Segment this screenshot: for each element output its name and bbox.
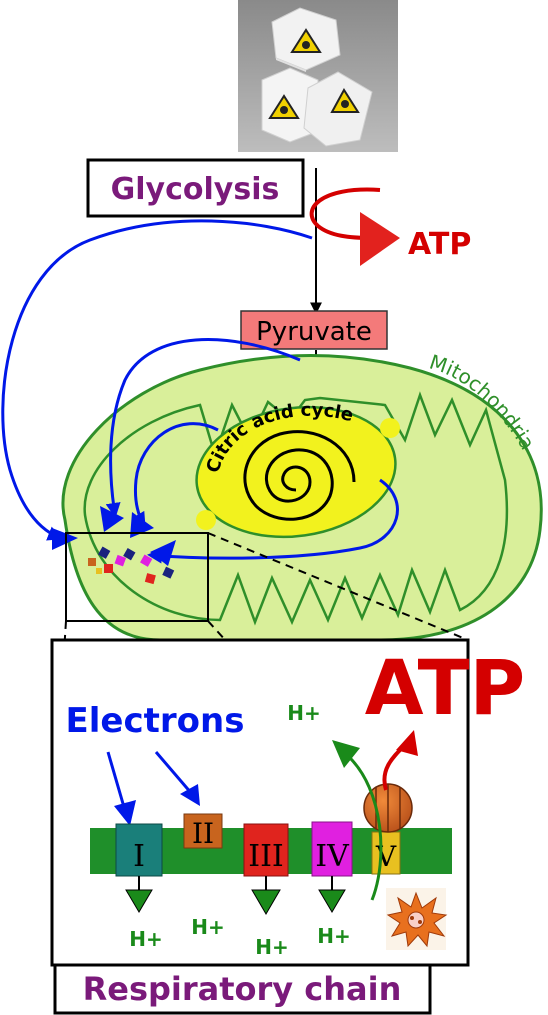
arrowhead-mid-1 <box>100 506 124 532</box>
electron-arrow-cycle-a <box>131 422 219 528</box>
zoom-source-box <box>65 532 209 622</box>
electron-arrow-glycolysis <box>1 219 313 541</box>
respiratory-chain-box <box>53 963 432 1015</box>
svg-text:II: II <box>192 817 214 850</box>
atp-up-arrowhead <box>396 730 418 756</box>
complex-ii: II <box>183 813 223 850</box>
arrowhead-right <box>150 540 176 566</box>
proton-return-arrowhead <box>332 740 360 768</box>
electrons-label: Electrons <box>66 701 245 741</box>
complex-iv: IV <box>311 821 353 877</box>
cycle-blob-left <box>196 510 216 530</box>
cycle-blob-right <box>380 418 400 438</box>
svg-text:III: III <box>248 839 284 874</box>
glycolysis-label: Glycolysis <box>111 172 280 207</box>
pyruvate-box <box>240 310 388 350</box>
sugar-cubes-toxic-icon <box>238 0 398 152</box>
mini-complexes <box>88 546 175 585</box>
h-plus-4: H+ <box>317 924 351 948</box>
electron-arrow-complex-ii <box>154 751 194 795</box>
pyruvate-label: Pyruvate <box>256 317 372 347</box>
glycolysis-box <box>86 158 305 218</box>
h-plus-3: H+ <box>255 935 289 959</box>
electron-flow-arrows <box>1 219 399 564</box>
svg-text:V: V <box>375 840 397 873</box>
proton-return-arrow <box>346 754 383 901</box>
respiratory-chain-label: Respiratory chain <box>83 970 402 1008</box>
proton-pump-arrows <box>125 876 346 915</box>
arrowhead-mid-2 <box>130 512 154 538</box>
cycle-spiral <box>243 430 356 521</box>
h-plus-2: H+ <box>191 915 225 939</box>
atp-big-label: ATP <box>365 643 525 732</box>
atp-top-curve <box>309 187 381 240</box>
electron-arrowhead-ii <box>180 784 200 806</box>
citric-acid-cycle-body <box>195 405 397 539</box>
h-plus-1: H+ <box>129 927 163 951</box>
svg-text:I: I <box>133 839 145 874</box>
atp-synthase-icon <box>363 783 413 833</box>
h-plus-top: H+ <box>287 701 321 725</box>
atp-top-arrowhead <box>360 212 400 266</box>
zoom-connector-top <box>207 532 469 641</box>
electron-arrow-cycle-b <box>147 478 399 564</box>
atp-top-label: ATP <box>408 227 471 262</box>
complex-v: V <box>371 831 401 875</box>
complex-iii: III <box>243 823 289 877</box>
ros-explosion-icon <box>386 888 448 950</box>
complex-i: I <box>115 823 163 877</box>
svg-text:IV: IV <box>315 839 350 874</box>
electron-arrowhead-i <box>114 800 136 826</box>
electron-arrow-pyruvate <box>105 338 301 518</box>
